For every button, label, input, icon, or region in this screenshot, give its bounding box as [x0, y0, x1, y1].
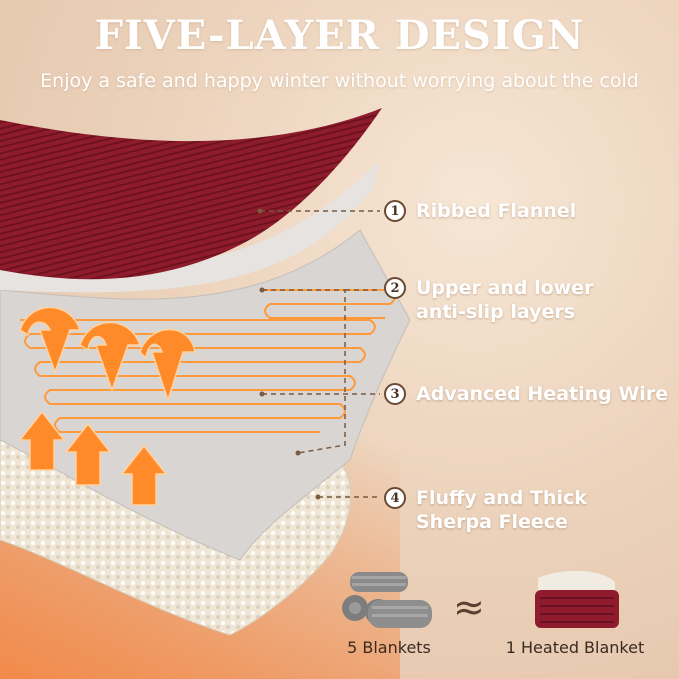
layer-label-2: 2 Upper and lower anti-slip layers: [384, 276, 593, 324]
layer-number-badge: 1: [384, 200, 406, 222]
heat-arrow-down-1: [19, 306, 82, 375]
heat-arrow-up-1: [18, 410, 66, 471]
folded-heated-blanket-image: [535, 570, 619, 628]
layer-label-4: 4 Fluffy and Thick Sherpa Fleece: [384, 486, 587, 534]
layer-label-text: Advanced Heating Wire: [416, 382, 668, 406]
heat-arrow-up-2: [64, 422, 112, 486]
upper-anti-slip-layer: [0, 160, 380, 293]
leader-dot-2: [259, 287, 265, 293]
heat-arrow-down-3: [139, 328, 196, 403]
layer-label-text: Fluffy and Thick Sherpa Fleece: [416, 486, 587, 534]
layer-label-line: Fluffy and Thick: [416, 487, 587, 509]
leader-lines: [260, 210, 380, 498]
leader-dot-1: [257, 208, 263, 214]
layer-label-text: Upper and lower anti-slip layers: [416, 276, 593, 324]
leader-dot-3b: [295, 450, 301, 456]
layer-label-text: Ribbed Flannel: [416, 199, 576, 223]
leader-dot-3: [259, 391, 265, 397]
heat-arrows: [18, 306, 196, 506]
layer-number-badge: 2: [384, 277, 406, 299]
approximately-equal-symbol: ≈: [453, 585, 485, 629]
layer-number-badge: 4: [384, 487, 406, 509]
layer-label-line: Sherpa Fleece: [416, 511, 568, 533]
stacked-blankets-image: [342, 572, 432, 628]
layer-label-line: anti-slip layers: [416, 301, 576, 323]
page-subtitle: Enjoy a safe and happy winter without wo…: [40, 70, 639, 92]
heat-arrow-up-3: [120, 444, 168, 506]
five-blankets-caption: 5 Blankets: [347, 638, 431, 657]
layer-label-3: 3 Advanced Heating Wire: [384, 382, 668, 406]
anti-slip-layer: [0, 229, 411, 561]
ribbed-flannel-layer: [0, 108, 382, 280]
layer-label-line: Advanced Heating Wire: [416, 383, 669, 405]
layer-number-badge: 3: [384, 383, 406, 405]
page-title: FIVE-LAYER DESIGN: [94, 12, 585, 59]
heat-arrow-down-2: [79, 321, 142, 393]
layer-label-line: Upper and lower: [416, 277, 594, 299]
heated-blanket-caption: 1 Heated Blanket: [505, 638, 645, 657]
layer-label-line: Ribbed Flannel: [416, 200, 577, 222]
layer-label-1: 1 Ribbed Flannel: [384, 199, 576, 223]
leader-dot-4: [315, 494, 321, 500]
